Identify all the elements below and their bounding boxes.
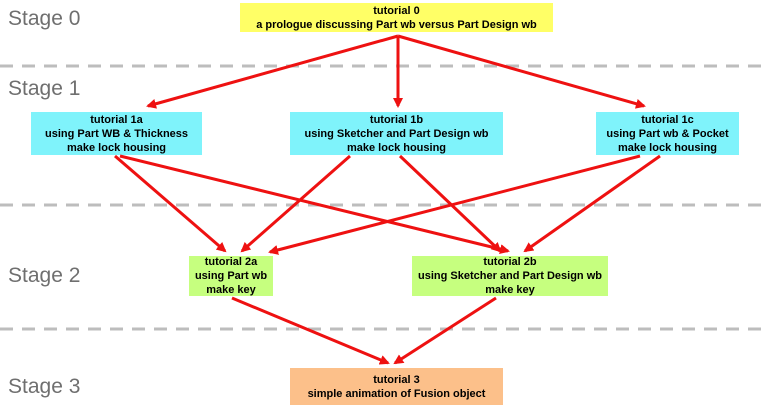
node-tutorial-2a: tutorial 2a using Part wb make key <box>189 256 273 296</box>
node-tutorial-1b-line-2: make lock housing <box>346 141 447 154</box>
arrow-t1a-to-t2a <box>114 154 227 253</box>
arrow-t1b-to-t2b <box>398 154 502 253</box>
node-tutorial-1c: tutorial 1c using Part wb & Pocket make … <box>596 112 739 155</box>
arrow-t0-to-t1a <box>146 34 399 109</box>
node-tutorial-2a-line-1: using Part wb <box>194 270 268 282</box>
node-tutorial-1c-line-2: make lock housing <box>617 141 718 154</box>
node-tutorial-1b: tutorial 1b using Sketcher and Part Desi… <box>290 112 503 155</box>
arrow-t0-to-t1c <box>397 34 646 109</box>
node-tutorial-1a-title: tutorial 1a <box>90 113 143 126</box>
arrow-t1b-to-t2a <box>240 154 351 253</box>
node-tutorial-1b-title: tutorial 1b <box>369 113 424 126</box>
node-tutorial-1c-line-1: using Part wb & Pocket <box>606 127 729 140</box>
node-tutorial-1a: tutorial 1a using Part WB & Thickness ma… <box>31 112 202 155</box>
arrow-t2a-to-t3 <box>231 296 390 365</box>
arrow-t1a-to-t2b <box>119 154 510 254</box>
node-tutorial-3-title: tutorial 3 <box>373 373 420 386</box>
node-tutorial-2b-title: tutorial 2b <box>483 256 537 268</box>
node-tutorial-0: tutorial 0 a prologue discussing Part wb… <box>240 3 553 32</box>
node-tutorial-1c-title: tutorial 1c <box>641 113 694 126</box>
node-tutorial-1a-line-1: using Part WB & Thickness <box>44 127 189 140</box>
stage-label-3: Stage 3 <box>8 375 81 398</box>
node-tutorial-2b: tutorial 2b using Sketcher and Part Desi… <box>412 256 608 296</box>
node-tutorial-3-line-1: simple animation of Fusion object <box>307 387 486 400</box>
arrow-t1c-to-t2a <box>268 154 641 255</box>
stage-label-0: Stage 0 <box>8 7 81 30</box>
node-tutorial-0-title: tutorial 0 <box>373 4 420 17</box>
node-tutorial-1b-line-1: using Sketcher and Part Design wb <box>304 127 489 140</box>
node-tutorial-0-line-1: a prologue discussing Part wb versus Par… <box>256 18 537 31</box>
node-tutorial-2a-line-2: make key <box>206 284 256 296</box>
node-tutorial-1a-line-2: make lock housing <box>66 141 167 154</box>
node-tutorial-2b-line-2: make key <box>485 284 535 296</box>
stage-label-2: Stage 2 <box>8 264 81 287</box>
arrow-t1c-to-t2b <box>523 154 661 253</box>
stage-label-1: Stage 1 <box>8 77 81 100</box>
arrow-t2b-to-t3 <box>393 296 497 365</box>
node-tutorial-2a-title: tutorial 2a <box>204 256 258 268</box>
node-tutorial-2b-line-1: using Sketcher and Part Design wb <box>418 270 602 282</box>
node-tutorial-3: tutorial 3 simple animation of Fusion ob… <box>290 368 503 405</box>
